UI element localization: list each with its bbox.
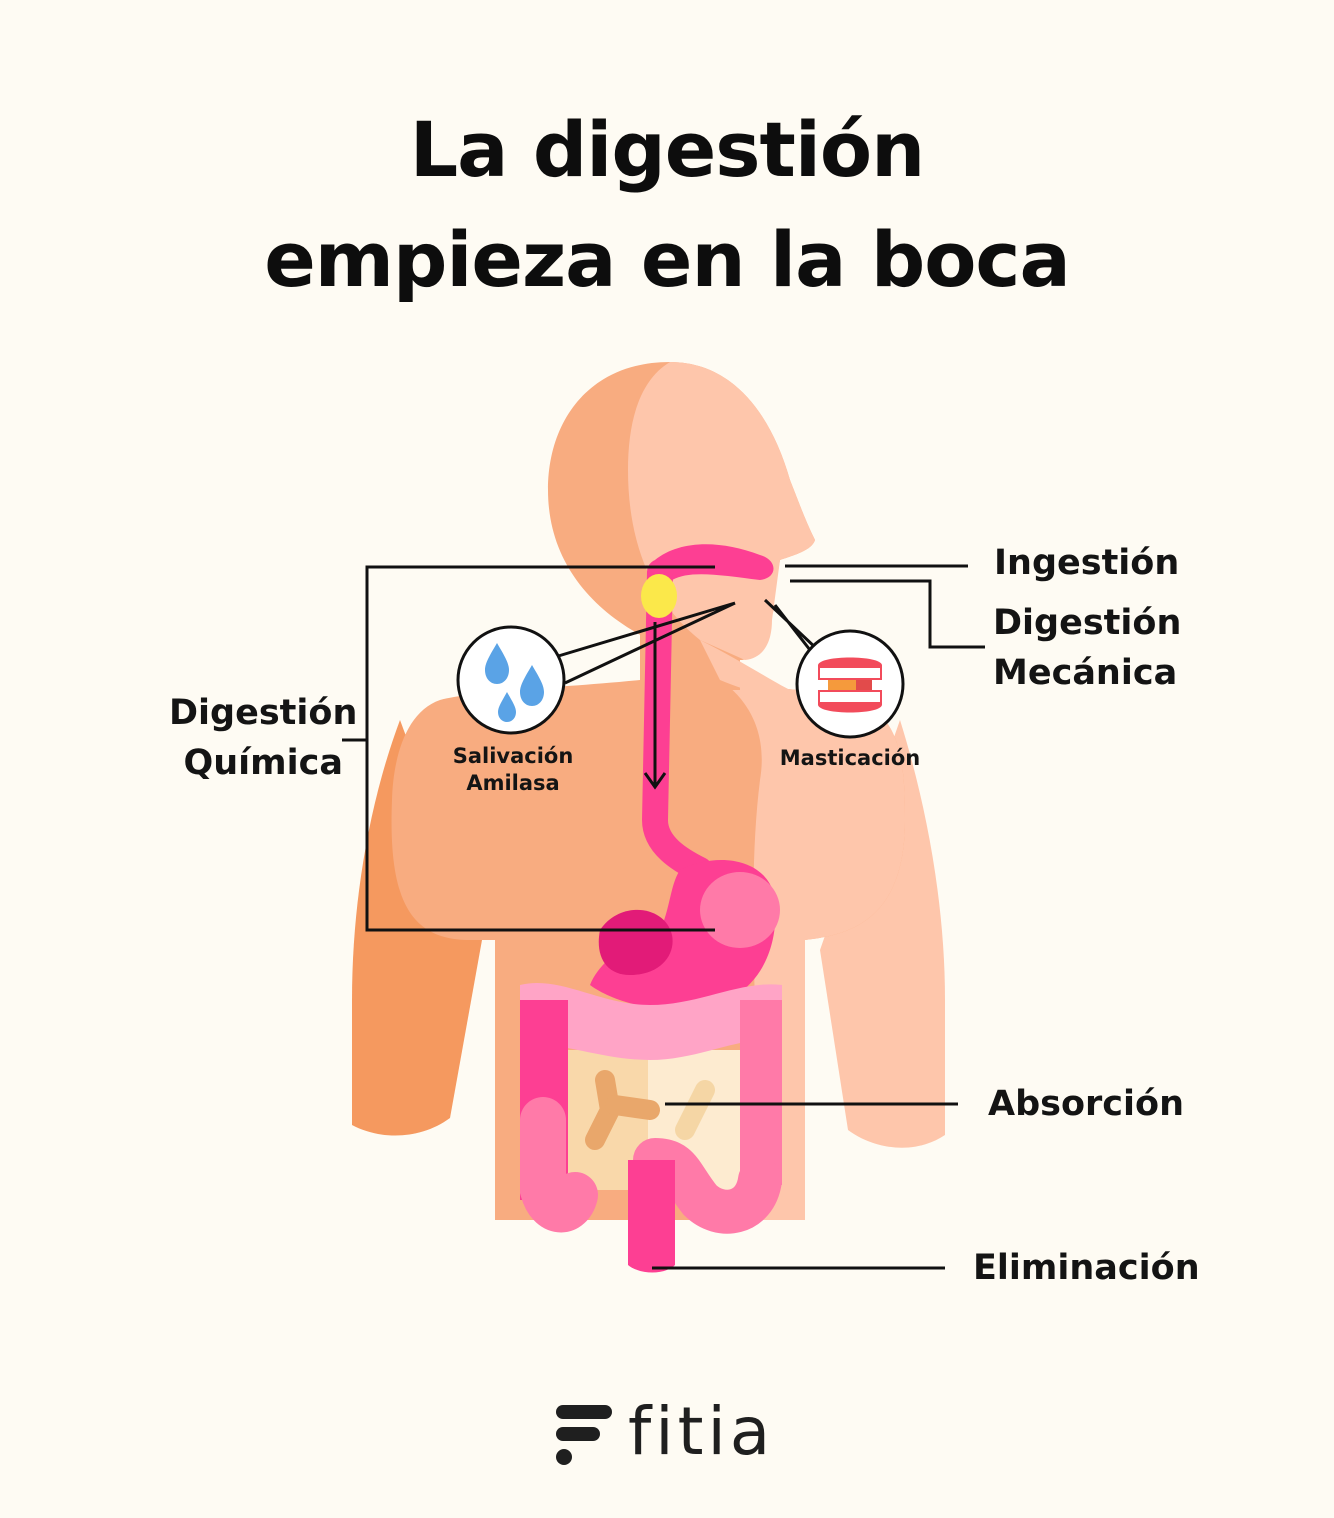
swallow-arrow [643, 622, 667, 790]
chemical-bracket [365, 565, 715, 932]
label-chemical-line-1: Digestión [169, 693, 358, 733]
water-drop-icon [485, 643, 509, 684]
salivary-gland [641, 574, 677, 618]
label-mechanical-digestion: Digestión Mecánica [993, 598, 1181, 698]
rectum [628, 1160, 675, 1273]
chewing-pointer [763, 598, 820, 652]
title-line-1: La digestión [409, 105, 926, 194]
salivation-bubble [456, 625, 566, 735]
label-mechanical-line-1: Digestión [993, 603, 1182, 643]
digestive-tract [520, 544, 782, 1273]
teeth-icon [818, 657, 882, 713]
title-line-2: empieza en la boca [264, 215, 1071, 304]
label-chemical-line-2: Química [183, 743, 343, 783]
jaw [713, 599, 775, 639]
label-elimination: Eliminación [973, 1248, 1200, 1288]
label-salivation: Salivación Amilasa [448, 743, 578, 797]
fitia-logo-text: fitia [628, 1393, 775, 1470]
chewing-bubble [795, 629, 905, 739]
small-intestine-loop-2 [605, 1095, 660, 1120]
colon-left-light [520, 1097, 598, 1233]
throat [700, 640, 790, 695]
page-title: La digestión empieza en la boca [0, 95, 1334, 315]
label-salivation-line-2: Amilasa [466, 771, 560, 795]
small-intestine-loop-3 [675, 1080, 715, 1140]
right-arm [820, 720, 945, 1148]
label-mechanical-line-2: Mecánica [993, 653, 1178, 693]
left-arm [352, 720, 482, 1136]
water-drop-icon [498, 692, 516, 722]
transverse-colon [520, 982, 782, 1060]
callout-lines [342, 564, 985, 1270]
descending-colon [740, 1000, 782, 1185]
label-chemical-digestion: Digestión Química [169, 688, 357, 788]
water-drop-icon [520, 665, 544, 706]
label-salivation-line-1: Salivación [452, 744, 574, 768]
label-chewing: Masticación [779, 746, 921, 770]
stomach-inner [598, 909, 673, 975]
label-absorption: Absorción [988, 1084, 1184, 1124]
salivation-pointer [554, 601, 736, 685]
mechanical-line [790, 579, 985, 649]
stomach-upper [700, 872, 780, 948]
label-ingestion: Ingestión [994, 543, 1180, 583]
fitia-logo-icon [556, 1405, 612, 1465]
oral-cavity [655, 544, 774, 580]
